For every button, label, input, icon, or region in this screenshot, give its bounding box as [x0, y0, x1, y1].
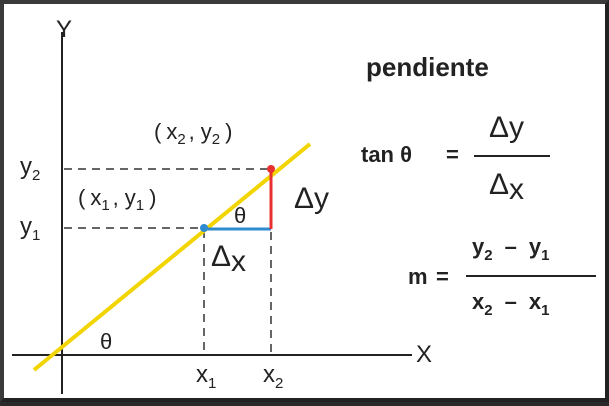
- m-equals: =: [436, 264, 449, 289]
- m-lhs: m: [408, 264, 428, 289]
- x-axis-label: X: [416, 341, 432, 368]
- m-numerator: y2–y1: [472, 234, 549, 264]
- tan-lhs: tan θ: [361, 142, 412, 167]
- tan-equals: =: [446, 142, 459, 167]
- delta-x-label: Δx: [211, 240, 246, 278]
- tan-denominator: Δx: [489, 168, 524, 206]
- tick-x2: x2: [263, 361, 283, 392]
- point-2: [267, 165, 275, 173]
- tick-y1: y1: [20, 213, 40, 244]
- slope-line: [32, 142, 312, 372]
- page-title: pendiente: [366, 52, 489, 82]
- tick-y2: y2: [20, 153, 40, 184]
- delta-y-label: Δy: [294, 182, 329, 215]
- theta-at-point: θ: [234, 203, 246, 228]
- tick-x1: x1: [196, 361, 216, 392]
- diagram-canvas: Y X θ θ y2 y1 x1 x2 (x2,y2) (x1,y1) Δy Δ…: [12, 16, 596, 394]
- y-axis-label: Y: [56, 16, 72, 43]
- m-denominator: x2–x1: [472, 289, 549, 319]
- point-1: [200, 224, 208, 232]
- tan-numerator: Δy: [489, 111, 524, 144]
- theta-at-origin: θ: [100, 329, 112, 354]
- point-1-label: (x1,y1): [78, 185, 156, 214]
- point-2-label: (x2,y2): [154, 119, 232, 148]
